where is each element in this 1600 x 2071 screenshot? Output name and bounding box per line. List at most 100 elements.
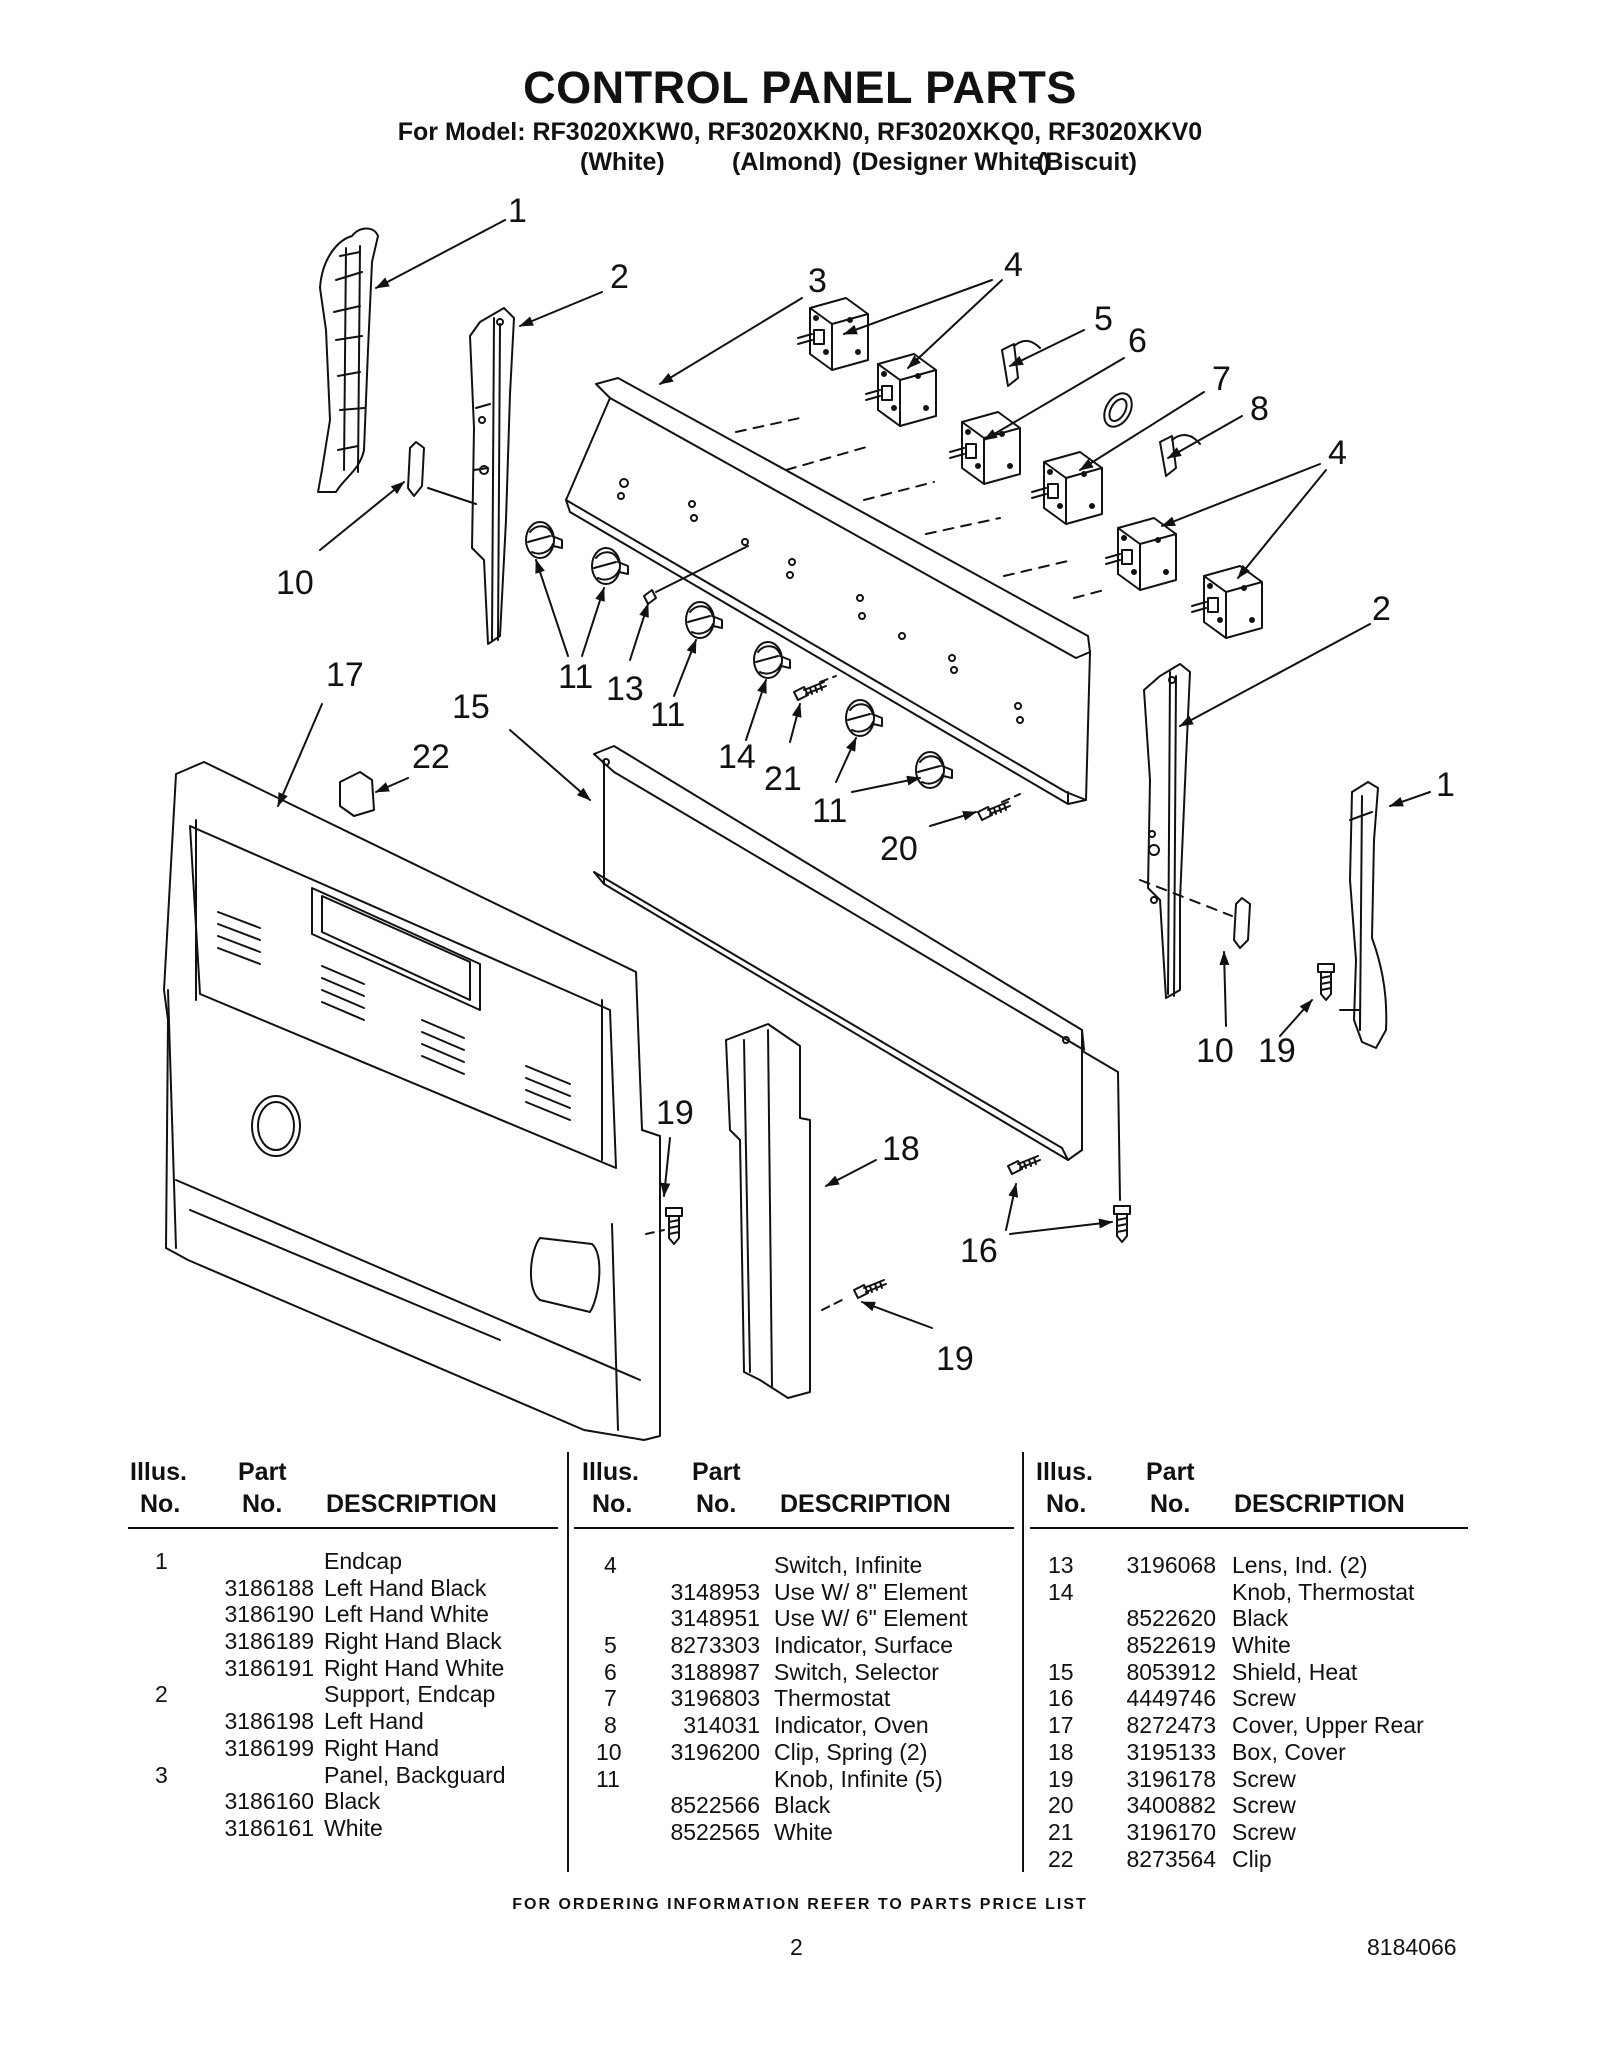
- table-row: 3186161 White: [0, 1815, 560, 1842]
- part-description: Knob, Infinite (5): [774, 1765, 943, 1792]
- part-description: Clip: [1232, 1845, 1272, 1872]
- part-description: Screw: [1232, 1765, 1296, 1792]
- part-no: 3186160: [224, 1788, 314, 1815]
- part-no: 3186199: [224, 1734, 314, 1761]
- header-rule: [574, 1527, 1014, 1529]
- part-description: White: [324, 1814, 383, 1841]
- exploded-parts-diagram: 1 2 3 4 5 6 7 8 4 10 11 13 11 14 21 11 2…: [163, 192, 1455, 1441]
- column-divider: [1022, 1452, 1024, 1872]
- illus-header: Illus.: [1036, 1458, 1093, 1486]
- color-label: (Designer White): [852, 148, 1051, 176]
- part-no: 3196170: [1126, 1818, 1216, 1845]
- part-header: No.: [696, 1490, 737, 1518]
- callout-label: 1: [508, 192, 527, 230]
- part-header: Part: [692, 1458, 741, 1486]
- part-description: Right Hand White: [324, 1654, 505, 1681]
- table-row: 8522620 Black: [0, 1605, 1600, 1632]
- part-description: Indicator, Oven: [774, 1712, 929, 1739]
- part-no: 8522620: [1126, 1605, 1216, 1632]
- illus-no: 20: [1048, 1792, 1074, 1819]
- illus-header: No.: [592, 1490, 633, 1518]
- part-description: Support, Endcap: [324, 1681, 496, 1708]
- illus-no: 8: [604, 1712, 617, 1739]
- part-no: 3186190: [224, 1601, 314, 1628]
- illus-no: 19: [1048, 1765, 1074, 1792]
- page-title: CONTROL PANEL PARTS: [523, 62, 1077, 113]
- callout-label: 19: [1258, 1032, 1296, 1070]
- illus-no: 16: [1048, 1685, 1074, 1712]
- illus-no: 5: [604, 1632, 617, 1659]
- part-no: 314031: [683, 1712, 760, 1739]
- description-header: DESCRIPTION: [1234, 1490, 1405, 1518]
- illus-no: 22: [1048, 1845, 1074, 1872]
- illus-no: 1: [155, 1548, 168, 1574]
- callout-label: 21: [764, 760, 802, 798]
- part-no: 3188987: [670, 1658, 760, 1685]
- color-label: (White): [580, 148, 665, 176]
- part-description: Endcap: [324, 1548, 403, 1574]
- ordering-note: FOR ORDERING INFORMATION REFER TO PARTS …: [512, 1896, 1088, 1913]
- description-header: DESCRIPTION: [780, 1490, 951, 1518]
- part-description: Black: [324, 1788, 381, 1815]
- part-description: Clip, Spring (2): [774, 1738, 928, 1765]
- callout-label: 6: [1128, 322, 1147, 360]
- part-description: White: [1232, 1632, 1291, 1659]
- part-no: 3196803: [670, 1685, 760, 1712]
- column-divider: [567, 1452, 569, 1872]
- callout-label: 2: [610, 258, 629, 296]
- illus-no: 7: [604, 1685, 617, 1712]
- part-no: 3186189: [224, 1628, 314, 1655]
- callout-label: 16: [960, 1232, 998, 1270]
- part-no: 3186188: [224, 1574, 314, 1601]
- illus-header: No.: [140, 1490, 181, 1518]
- callout-label: 3: [808, 262, 827, 300]
- document-number: 8184066: [1367, 1934, 1457, 1960]
- part-no: 3186161: [224, 1814, 314, 1841]
- table-header: Part No.: [690, 1456, 741, 1520]
- part-description: Lens, Ind. (2): [1232, 1552, 1368, 1578]
- table-header: Illus. No.: [1036, 1456, 1093, 1520]
- part-description: Screw: [1232, 1685, 1296, 1712]
- illus-no: 3: [155, 1761, 168, 1788]
- illus-no: 10: [596, 1738, 622, 1765]
- illus-no: 11: [596, 1765, 620, 1792]
- table-row: 1 Endcap: [0, 1548, 560, 1575]
- callout-label: 22: [412, 738, 450, 776]
- part-no: 3186191: [224, 1654, 314, 1681]
- part-description: Left Hand: [324, 1708, 424, 1735]
- part-description: Thermostat: [774, 1685, 891, 1712]
- header-rule: [1030, 1527, 1468, 1529]
- table-row: 3186191 Right Hand White: [0, 1655, 560, 1682]
- part-description: Black: [1232, 1605, 1289, 1632]
- callout-label: 2: [1372, 590, 1391, 628]
- part-description: Switch, Selector: [774, 1658, 939, 1685]
- model-subtitle: For Model: RF3020XKW0, RF3020XKN0, RF302…: [397, 118, 1203, 146]
- part-no: 3400882: [1126, 1792, 1216, 1819]
- part-no: 8273303: [670, 1632, 760, 1659]
- table-row: 7 3196803 Thermostat: [0, 1685, 1000, 1712]
- part-description: Right Hand Black: [324, 1628, 502, 1655]
- callout-label: 19: [656, 1094, 694, 1132]
- part-description: Box, Cover: [1232, 1738, 1346, 1765]
- callout-label: 17: [326, 656, 364, 694]
- part-description: Black: [774, 1792, 831, 1819]
- part-no: 3148951: [670, 1605, 760, 1632]
- table-header: Part No.: [236, 1456, 287, 1520]
- callout-label: 14: [718, 738, 756, 776]
- table-header: Part No.: [1144, 1456, 1195, 1520]
- header-rule: [128, 1527, 558, 1529]
- callout-label: 15: [452, 688, 490, 726]
